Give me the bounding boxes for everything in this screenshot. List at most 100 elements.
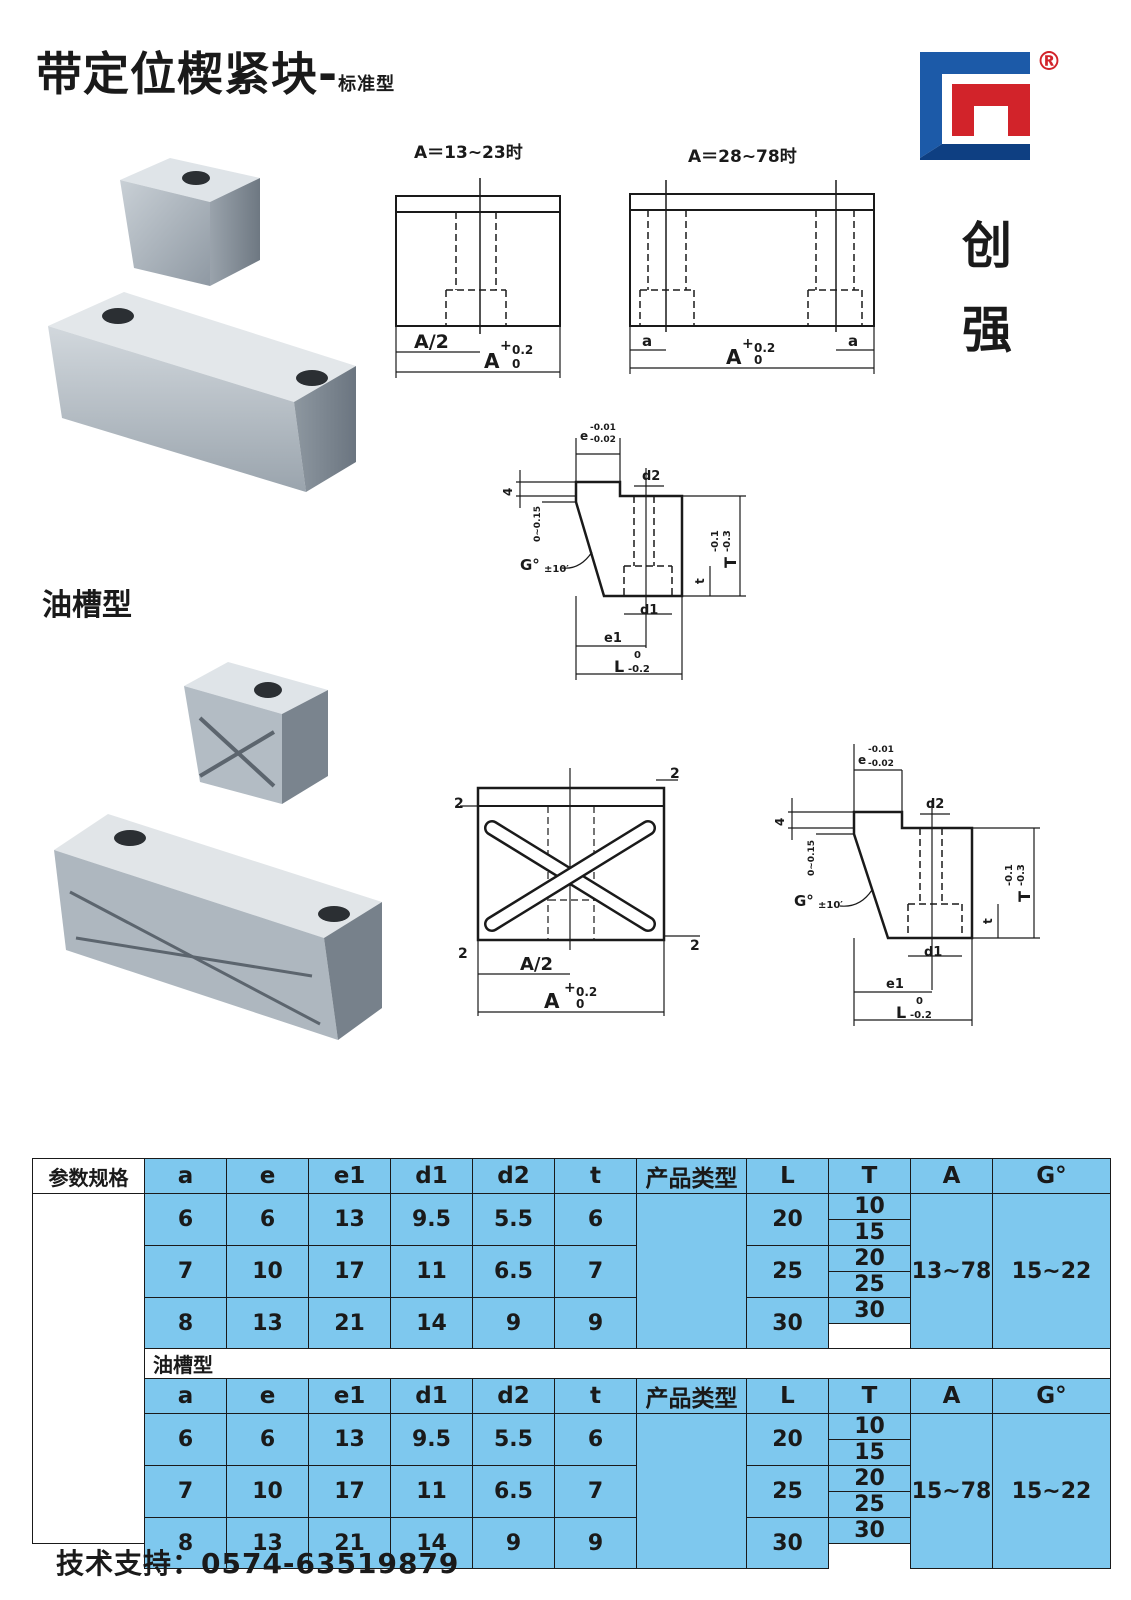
brand-char-2: 强 [962,301,1012,359]
table-cell: 13 [226,1297,309,1349]
t-tol-bot: -0.3 [722,530,733,552]
col-header: e [226,1158,309,1194]
table-cell: 11 [390,1245,473,1298]
product-type-cell-oil [636,1413,747,1569]
oil-groove-label: 油槽型 [42,588,132,623]
diagram-large-front: A＝28~78时 a a A + 0.2 0 [629,147,875,374]
d2-label: d2 [642,469,660,484]
dim-half-a: A/2 [414,331,449,353]
oil-e-tol-top: -0.01 [868,745,894,755]
table-header-row: 参数规格 a e e1 d1 d2 t 产品类型 L T A G° [32,1158,1111,1194]
table-cell: 9.5 [390,1193,473,1246]
col-header: G° [992,1158,1111,1194]
e1-label: e1 [604,631,622,646]
oil-g-tol: ±10′ [818,900,843,911]
diagram-side-profile: e -0.01 -0.02 d2 d1 T -0.1 -0.3 t e1 L 0… [501,423,746,680]
oil-half-a: A/2 [520,954,553,975]
col-header: d1 [390,1158,473,1194]
t-dim-label: T [721,557,740,568]
registered-mark: ® [1036,47,1062,77]
oil-e1-label: e1 [886,977,904,992]
table-cell: 6 [226,1193,309,1246]
spec-label-blank [32,1193,145,1544]
e-tol-bot: -0.02 [590,435,616,445]
table-cell: 5.5 [472,1193,555,1246]
oil-g-label: G° [794,892,814,910]
tol-02-small: 0.2 [512,343,533,357]
table-cell-t: 15 [828,1439,911,1466]
col-header: a [144,1378,227,1414]
table-cell: 6 [554,1413,637,1466]
oil-tol-plus: + [564,980,576,996]
tol-0-small: 0 [512,357,520,371]
table-cell-a: 13~78 [910,1193,993,1349]
table-header-row-oil: a e e1 d1 d2 t 产品类型 L T A G° [33,1378,1111,1414]
oil-t-dim-label: T [1015,891,1034,902]
title-main-text: 带定位楔紧块- [36,47,339,101]
table-cell: 13 [308,1193,391,1246]
table-cell: 9 [472,1297,555,1349]
g-tol: ±10′ [544,564,569,575]
spacer-cell [32,1543,145,1569]
oil-l-tol-bot: -0.2 [910,1010,932,1021]
brand-logo: ® [920,47,1062,160]
col-header: t [554,1158,637,1194]
col-header: T [828,1158,911,1194]
col-header: d1 [390,1378,473,1414]
oil-two-bottom: 2 [458,946,468,962]
table-cell: 6 [144,1413,227,1466]
table-cell-t: 30 [828,1517,911,1544]
table-cell: 7 [144,1465,227,1518]
table-cell: 9 [472,1517,555,1569]
table-cell: 17 [308,1245,391,1298]
table-cell: 8 [144,1517,227,1569]
table-cell-t: 25 [828,1271,911,1298]
table-cell-l: 25 [746,1245,829,1298]
table-cell: 9.5 [390,1413,473,1466]
col-header: t [554,1378,637,1414]
table-cell: 7 [144,1245,227,1298]
table-cell-l: 25 [746,1465,829,1518]
table-cell-t: 10 [828,1193,911,1220]
table-cell-t: 20 [828,1245,911,1272]
table-cell: 6 [144,1193,227,1246]
col-header: L [746,1378,829,1414]
product-type-cell [636,1193,747,1349]
table-cell: 8 [144,1297,227,1349]
oil-t-tol-bot: -0.3 [1016,864,1027,886]
diagram-oil-front: A/2 A + 0.2 0 2 2 2 2 [454,766,700,1016]
oil-t-tol-top: -0.1 [1004,864,1015,886]
table-cell: 13 [308,1413,391,1466]
spec-label: 参数规格 [32,1158,145,1194]
col-header: T [828,1378,911,1414]
table-cell: 21 [308,1297,391,1349]
oil-small-t-label: t [981,918,995,924]
table-cell: 14 [390,1517,473,1569]
tol-02-large: 0.2 [754,341,775,355]
table-cell: 7 [554,1245,637,1298]
col-header: d2 [472,1378,555,1414]
l-label: L [614,657,624,676]
table-cell: 10 [226,1465,309,1518]
range-label: 0~0.15 [533,506,543,542]
col-header: A [910,1378,993,1414]
table-cell-a-oil: 15~78 [910,1413,993,1569]
table-cell: 14 [390,1297,473,1349]
table-cell-g: 15~22 [992,1193,1111,1349]
oil-d1-label: d1 [924,945,942,960]
table-cell: 6 [226,1413,309,1466]
col-header: e1 [308,1378,391,1414]
oil-tol-0: 0 [576,997,584,1011]
oil-a-label: A [544,989,560,1013]
table-cell-t: 25 [828,1491,911,1518]
title-subtitle: 标准型 [338,74,396,95]
oil-d2-label: d2 [926,797,944,812]
table-cell-t: 15 [828,1219,911,1246]
product-photo-long [48,292,356,492]
col-header: e1 [308,1158,391,1194]
oil-two-left: 2 [454,796,464,812]
table-cell: 17 [308,1465,391,1518]
small-t-label: t [693,578,707,584]
table-cell: 10 [226,1245,309,1298]
table-cell: 5.5 [472,1413,555,1466]
